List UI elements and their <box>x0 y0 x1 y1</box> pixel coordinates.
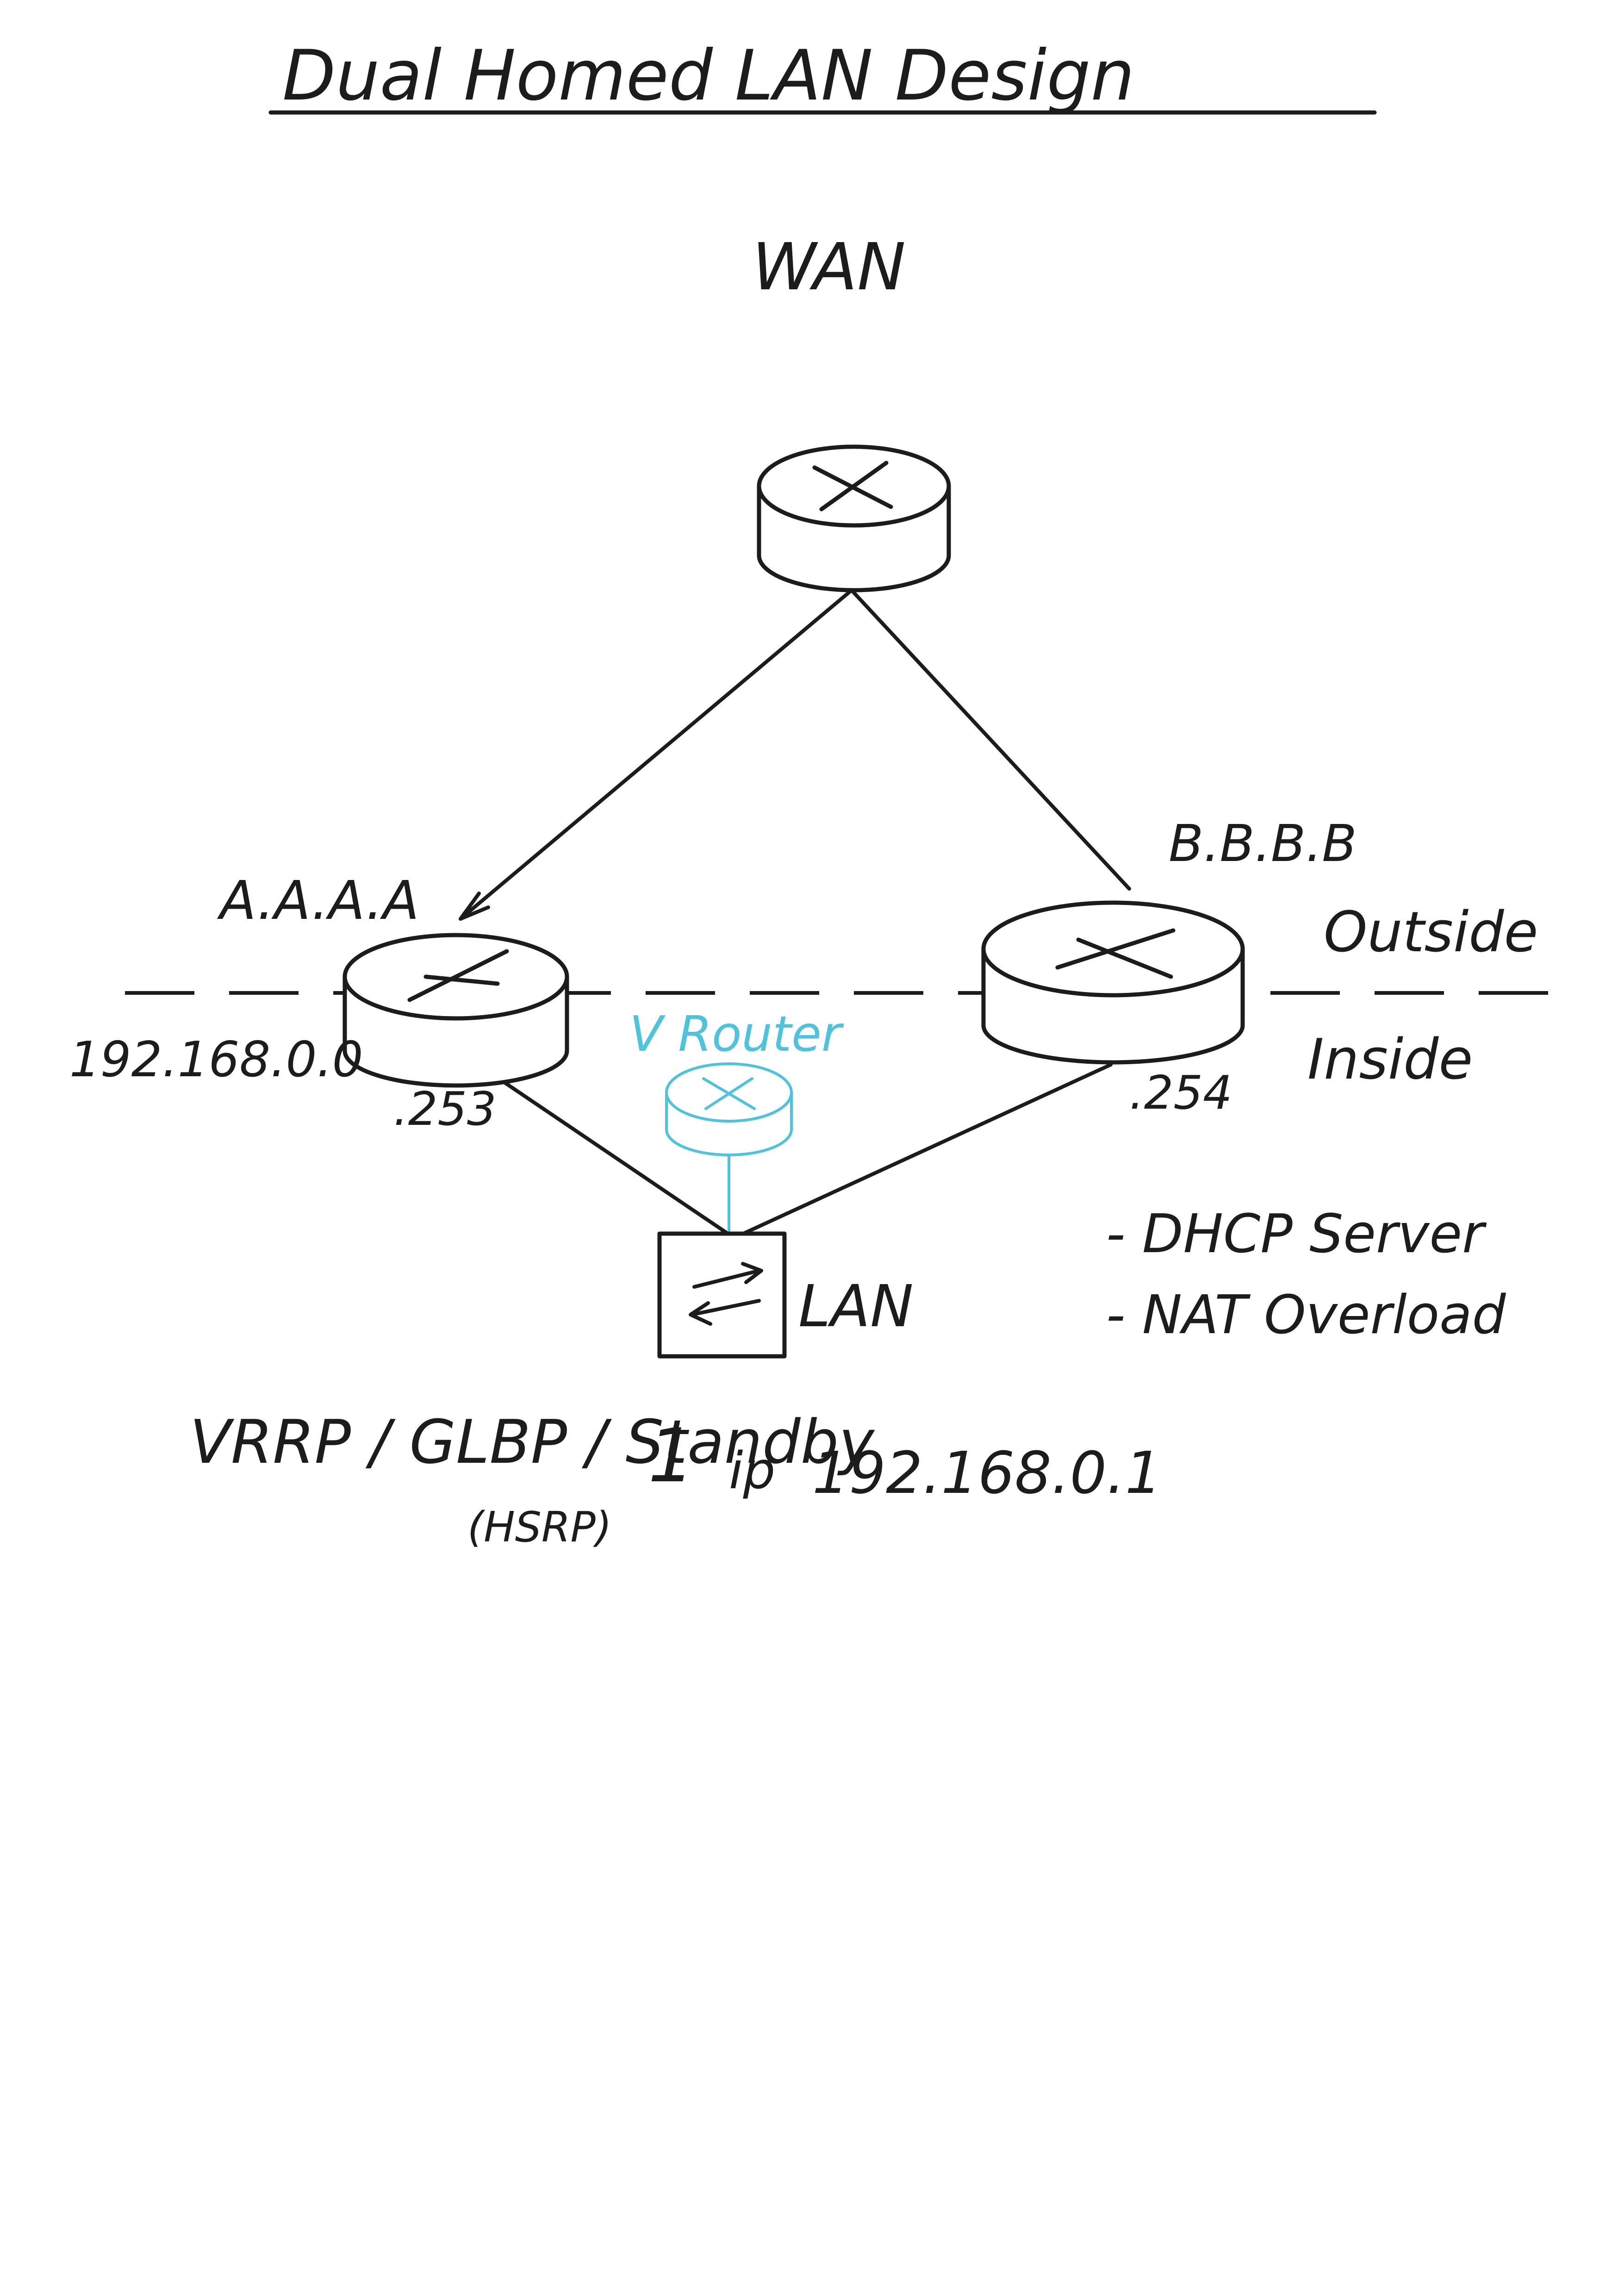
link-arrowhead-a <box>459 892 490 921</box>
outside-zone-label: Outside <box>1324 900 1538 965</box>
wan-label: WAN <box>752 230 906 305</box>
router-a-interface-label: .253 <box>393 1082 497 1136</box>
router-b-label: B.B.B.B <box>1169 814 1357 873</box>
page-title: Dual Homed LAN Design <box>282 36 1135 116</box>
router-b-interface-label: .254 <box>1129 1066 1232 1120</box>
virtual-router-label: V Router <box>629 1006 844 1062</box>
feature-nat-overload: - NAT Overload <box>1106 1284 1506 1346</box>
hsrp-note: (HSRP) <box>467 1503 612 1552</box>
router-a-label: A.A.A.A <box>217 870 419 932</box>
lan-label: LAN <box>798 1273 914 1340</box>
lan-switch-icon[interactable] <box>657 1231 787 1359</box>
wan-router-icon[interactable] <box>757 444 951 593</box>
network-address-label: 192.168.0.0 <box>69 1031 363 1088</box>
redundancy-protocols: VRRP / GLBP / Standby <box>190 1407 875 1477</box>
link-wan-to-router-a <box>459 588 853 921</box>
router-b-icon[interactable] <box>981 900 1245 1065</box>
router-a-icon[interactable] <box>342 933 569 1088</box>
link-router-b-to-lan <box>736 1063 1113 1238</box>
link-router-a-to-lan <box>500 1079 733 1238</box>
redundancy-group-number: 1 <box>648 1412 695 1499</box>
link-wan-to-router-b <box>850 588 1131 891</box>
feature-dhcp-server: - DHCP Server <box>1106 1203 1487 1265</box>
virtual-router-icon[interactable] <box>665 1062 793 1156</box>
inside-zone-label: Inside <box>1307 1028 1473 1092</box>
redundancy-virtual-ip: 192.168.0.1 <box>812 1440 1162 1507</box>
redundancy-ip-keyword: ip <box>729 1441 775 1500</box>
